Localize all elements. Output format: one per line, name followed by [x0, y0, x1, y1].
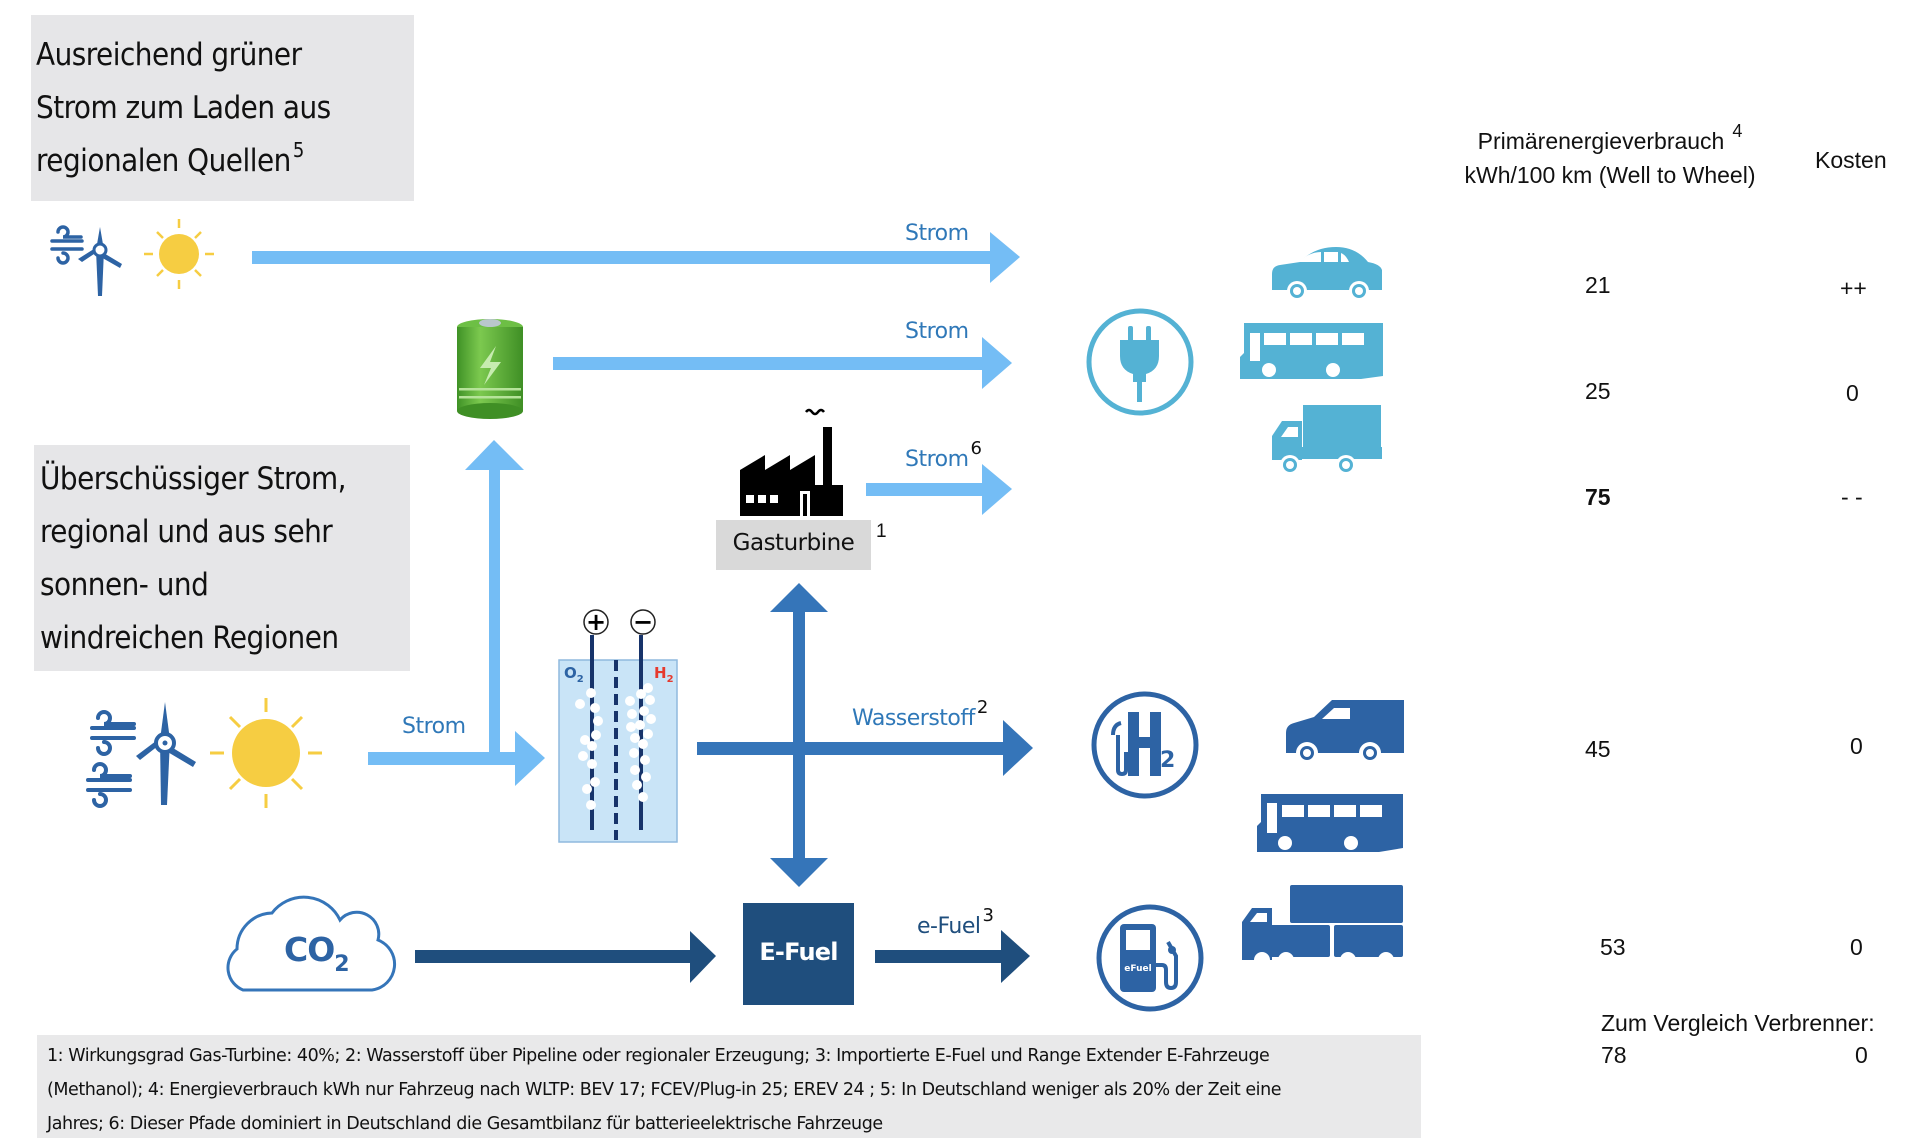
van-icon: [1286, 700, 1404, 764]
consumption-header-line-2: kWh/100 km (Well to Wheel): [1464, 162, 1756, 188]
truck-trailer-icon: [1242, 885, 1403, 968]
footnote-ref-6: 6: [970, 438, 982, 459]
footnotes-box: 1: Wirkungsgrad Gas-Turbine: 40%; 2: Was…: [37, 1035, 1421, 1138]
bus-icon: [1240, 323, 1383, 379]
efuel-box: [743, 903, 854, 1005]
co2-label: CO2: [284, 930, 350, 977]
wind-turbine-icon-top: [78, 227, 122, 296]
strom-electrolysis-arrow: [368, 731, 545, 786]
consumption-value: 45: [1585, 736, 1611, 762]
wind-icon-top: [50, 225, 84, 265]
efuel-pump-icon: [1096, 904, 1204, 1012]
electrolyzer-plus: +: [585, 608, 607, 636]
gasturbine-label: Gasturbine: [732, 530, 855, 556]
consumption-value: 75: [1585, 484, 1611, 510]
co2-cloud-icon: [226, 895, 397, 992]
comparison-costs: 0: [1855, 1042, 1868, 1068]
wind-icon-bottom: [86, 710, 136, 808]
surplus-power-line-3: sonnen- und: [40, 567, 209, 603]
footnote-ref-5: 5: [292, 138, 304, 162]
strom-gasturbine-arrow: [866, 464, 1012, 515]
surplus-power-panel: Überschüssiger Strom, regional und aus s…: [34, 445, 410, 671]
footnote-ref-1: 1: [876, 521, 887, 542]
green-power-line-2: Strom zum Laden aus: [36, 90, 331, 126]
sun-icon-top: [144, 219, 214, 289]
consumption-value: 21: [1585, 272, 1611, 298]
costs-header: Kosten: [1815, 147, 1887, 173]
footnote-ref-4: 4: [1732, 121, 1743, 141]
gasturbine-label-box: [716, 520, 871, 570]
efuel-box-label: E-Fuel: [759, 938, 838, 966]
h2-distribution-double-arrow: [770, 583, 828, 887]
oxygen-label: O2: [564, 664, 584, 685]
factory-icon: [740, 408, 843, 516]
costs-value: ++: [1840, 275, 1867, 301]
green-power-panel: Ausreichend grüner Strom zum Laden aus r…: [31, 15, 414, 201]
costs-value: - -: [1841, 484, 1863, 510]
sun-icon-bottom: [210, 698, 322, 808]
costs-value: 0: [1850, 934, 1863, 960]
consumption-value: 53: [1600, 934, 1626, 960]
strom-to-battery-arrow: [465, 440, 524, 758]
footnote-ref-2: 2: [976, 697, 988, 718]
green-power-line-1: Ausreichend grüner: [36, 37, 302, 73]
hydrogen-label: H2: [654, 664, 674, 685]
comparison-consumption: 78: [1601, 1042, 1627, 1068]
co2-to-efuel-arrow: [415, 931, 716, 983]
strom-electrolysis-label: Strom: [402, 714, 466, 739]
surplus-power-line-4: windreichen Regionen: [40, 620, 339, 656]
efuel-pump-label: eFuel: [1124, 964, 1152, 974]
hydrogen-station-icon: [1091, 691, 1199, 799]
coach-bus-icon: [1257, 794, 1403, 852]
car-icon: [1272, 247, 1382, 301]
wasserstoff-arrow: [697, 720, 1033, 776]
delivery-truck-icon: [1272, 405, 1382, 475]
efuel-arrow: [875, 930, 1030, 983]
footnote-line-3: Jahres; 6: Dieser Pfade dominiert in Deu…: [47, 1114, 883, 1134]
h2-station-subscript: 2: [1160, 748, 1176, 773]
strom-battery-arrow: [553, 337, 1012, 389]
consumption-value: 25: [1585, 378, 1611, 404]
co2-subscript: 2: [334, 952, 349, 977]
electrolyzer-minus: −: [632, 608, 654, 636]
costs-value: 0: [1846, 380, 1859, 406]
electrolyzer-icon: [558, 609, 678, 843]
strom-direct-label: Strom: [905, 221, 969, 246]
strom-direct-arrow: [252, 232, 1020, 283]
strom-battery-label: Strom: [905, 319, 969, 344]
wind-turbine-icon-bottom: [136, 702, 196, 805]
footnote-line-1: 1: Wirkungsgrad Gas-Turbine: 40%; 2: Was…: [47, 1046, 1270, 1066]
costs-value: 0: [1850, 733, 1863, 759]
battery-icon: [457, 319, 523, 419]
footnote-line-2: (Methanol); 4: Energieverbrauch kWh nur …: [47, 1080, 1282, 1100]
charging-plug-icon: [1086, 308, 1194, 416]
footnote-ref-3: 3: [982, 905, 994, 926]
surplus-power-line-2: regional und aus sehr: [40, 514, 333, 550]
surplus-power-line-1: Überschüssiger Strom,: [40, 461, 346, 497]
comparison-label: Zum Vergleich Verbrenner:: [1601, 1010, 1875, 1036]
